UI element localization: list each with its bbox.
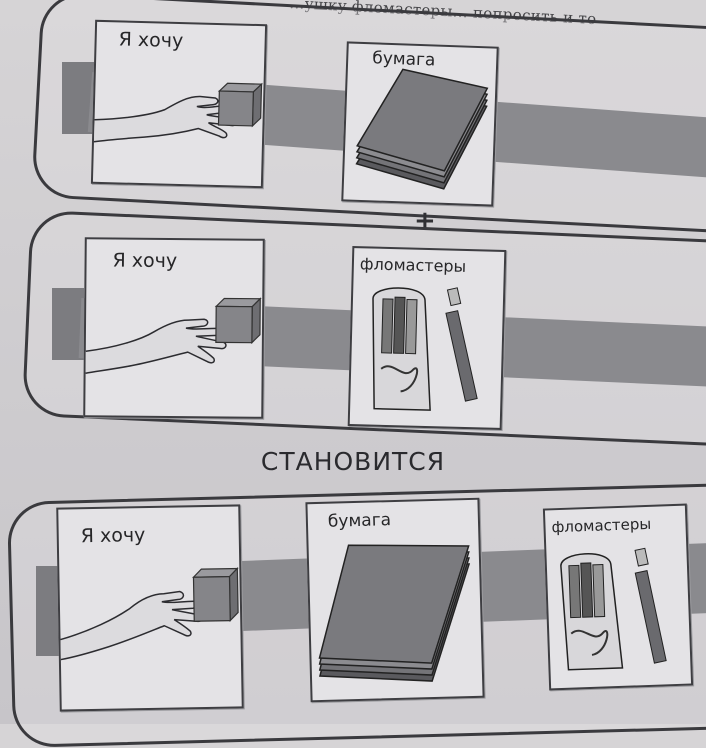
becomes-heading: СТАНОВИТСЯ [260, 447, 446, 476]
card-markers-2: фломастеры [347, 246, 507, 430]
markers-icon [560, 547, 667, 671]
worksheet-page: ...ушку фломастеры... попросить и то Я х… [6, 0, 706, 748]
plus-sign: + [414, 206, 436, 236]
card-paper-1: бумага [341, 41, 499, 207]
paper-stack-icon [355, 68, 489, 190]
card-i-want-2: Я хочу [83, 237, 265, 419]
hand-icon [93, 95, 238, 143]
card-paper-3: бумага [305, 497, 485, 703]
markers-icon [372, 287, 478, 411]
card-i-want-3: Я хочу [56, 504, 244, 712]
hand-icon [60, 590, 203, 661]
card-markers-3: фломастеры [542, 503, 694, 691]
card-i-want-1: Я хочу [90, 19, 268, 189]
hand-icon [85, 318, 227, 374]
paper-stack-icon [318, 544, 471, 682]
